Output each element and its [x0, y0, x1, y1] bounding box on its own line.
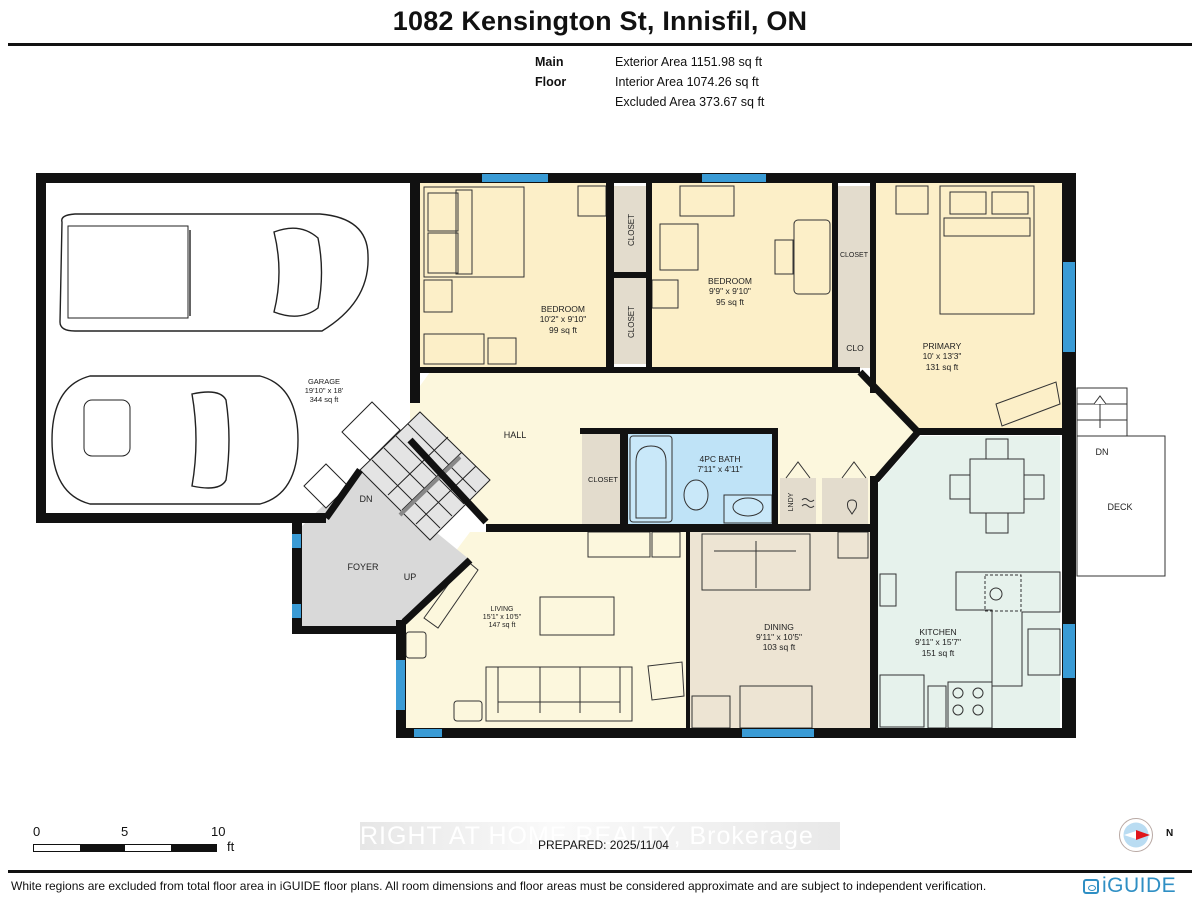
svg-text:PRIMARY: PRIMARY — [923, 341, 962, 351]
scale-unit: ft — [227, 839, 235, 854]
hall-closet-label: CLOSET — [588, 475, 618, 484]
svg-text:BEDROOM: BEDROOM — [708, 276, 752, 286]
prepared-date: PREPARED: 2025/11/04 — [538, 838, 669, 852]
lndy-label: LNDY — [788, 492, 795, 511]
garage-label: GARAGE 19'10" x 18' 344 sq ft — [305, 377, 344, 404]
laundry-appliances — [785, 461, 867, 515]
lndy-area — [780, 478, 816, 526]
floor-name: Main Floor — [535, 55, 567, 89]
hall-closet-area — [582, 433, 620, 525]
kitchen-area — [878, 436, 1060, 728]
primary-area — [876, 183, 1062, 430]
bedroom2-area — [648, 183, 834, 367]
svg-text:95 sq ft: 95 sq ft — [716, 297, 745, 307]
scale-tick-10: 10 — [211, 824, 226, 839]
closet-b1-label: CLOSET — [627, 214, 636, 246]
header-divider — [8, 43, 1192, 46]
bedroom1-area — [420, 183, 612, 367]
closet-primary-label: CLOSET — [840, 252, 869, 259]
closet-b1-area — [614, 186, 646, 274]
compass-icon — [1119, 818, 1153, 852]
scale-tick-5: 5 — [121, 824, 129, 839]
living-area — [404, 532, 686, 728]
bath-fixtures — [629, 435, 773, 524]
svg-text:103 sq ft: 103 sq ft — [763, 642, 796, 652]
exterior-area: Exterior Area 1151.98 sq ft — [615, 55, 763, 69]
dining-label: DINING 9'11" x 10'5" 103 sq ft — [756, 622, 802, 652]
svg-text:KITCHEN: KITCHEN — [919, 627, 956, 637]
diagonal-walls — [323, 369, 921, 625]
foyer-label: FOYER — [347, 562, 379, 572]
brokerage-watermark: RIGHT AT HOME REALTY, Brokerage — [360, 822, 840, 850]
property-address-title: 1082 Kensington St, Innisfil, ON — [392, 6, 808, 36]
closet-b2-label: CLOSET — [627, 306, 636, 338]
svg-text:9'11" x 15'7": 9'11" x 15'7" — [915, 637, 961, 647]
staircase — [359, 411, 491, 541]
svg-text:15'1" x 10'5": 15'1" x 10'5" — [483, 614, 522, 621]
kitchen-label: KITCHEN 9'11" x 15'7" 151 sq ft — [915, 627, 961, 658]
deck-stairs-down-label: DN — [1096, 447, 1109, 457]
closet-b2-area — [614, 278, 646, 364]
living-label: LIVING 15'1" x 10'5" 147 sq ft — [483, 606, 522, 629]
bedroom1-furniture — [423, 185, 607, 365]
closet-primary-area — [836, 186, 872, 336]
stairs-down-label: DN — [360, 494, 373, 504]
sports-car-icon — [51, 375, 299, 505]
svg-text:9'9" x 9'10": 9'9" x 9'10" — [709, 286, 751, 296]
svg-text:LIVING: LIVING — [491, 606, 514, 613]
iguide-logo: iGUIDE — [1083, 874, 1176, 898]
svg-text:19'10" x 18': 19'10" x 18' — [305, 386, 344, 395]
svg-text:7'11" x 4'11": 7'11" x 4'11" — [697, 464, 742, 474]
iguide-logo-icon — [1083, 878, 1099, 894]
footer-divider — [8, 870, 1192, 873]
iguide-brand-text: iGUIDE — [1102, 874, 1177, 897]
foyer-area — [300, 470, 470, 626]
lndy2-area — [822, 478, 868, 526]
deck — [1076, 387, 1166, 577]
svg-text:4PC BATH: 4PC BATH — [700, 454, 741, 464]
excluded-area: Excluded Area 373.67 sq ft — [615, 95, 765, 109]
primary-furniture — [895, 185, 1061, 427]
svg-text:147 sq ft: 147 sq ft — [489, 622, 516, 629]
stairs-up-label: UP — [404, 572, 417, 582]
svg-text:9'11" x 10'5": 9'11" x 10'5" — [756, 632, 802, 642]
disclaimer-text: White regions are excluded from total fl… — [11, 879, 987, 893]
scale-tick-0: 0 — [33, 824, 41, 839]
svg-text:GARAGE: GARAGE — [308, 377, 340, 386]
deck-label: DECK — [1107, 502, 1132, 512]
svg-text:344 sq ft: 344 sq ft — [310, 395, 340, 404]
svg-text:10'2" x 9'10": 10'2" x 9'10" — [540, 314, 587, 324]
dining-area — [690, 532, 870, 728]
interior-area: Interior Area 1074.26 sq ft — [615, 75, 759, 89]
svg-text:99 sq ft: 99 sq ft — [549, 325, 578, 335]
bath-label: 4PC BATH 7'11" x 4'11" — [697, 454, 742, 474]
svg-text:131 sq ft: 131 sq ft — [926, 362, 959, 372]
svg-text:DINING: DINING — [764, 622, 794, 632]
clo-label: CLO — [846, 343, 864, 353]
clo-area — [838, 330, 872, 368]
bedroom2-label: BEDROOM 9'9" x 9'10" 95 sq ft — [708, 276, 752, 307]
svg-text:151 sq ft: 151 sq ft — [922, 648, 955, 658]
primary-label: PRIMARY 10' x 13'3" 131 sq ft — [923, 341, 962, 372]
kitchen-furniture — [879, 438, 1061, 729]
svg-text:10' x 13'3": 10' x 13'3" — [923, 351, 962, 361]
compass-north-label: N — [1166, 828, 1174, 839]
bedroom1-label: BEDROOM 10'2" x 9'10" 99 sq ft — [540, 304, 587, 335]
svg-text:BEDROOM: BEDROOM — [541, 304, 585, 314]
hall-label: HALL — [504, 430, 527, 440]
windows — [292, 174, 1075, 737]
pickup-truck-icon — [59, 213, 369, 332]
